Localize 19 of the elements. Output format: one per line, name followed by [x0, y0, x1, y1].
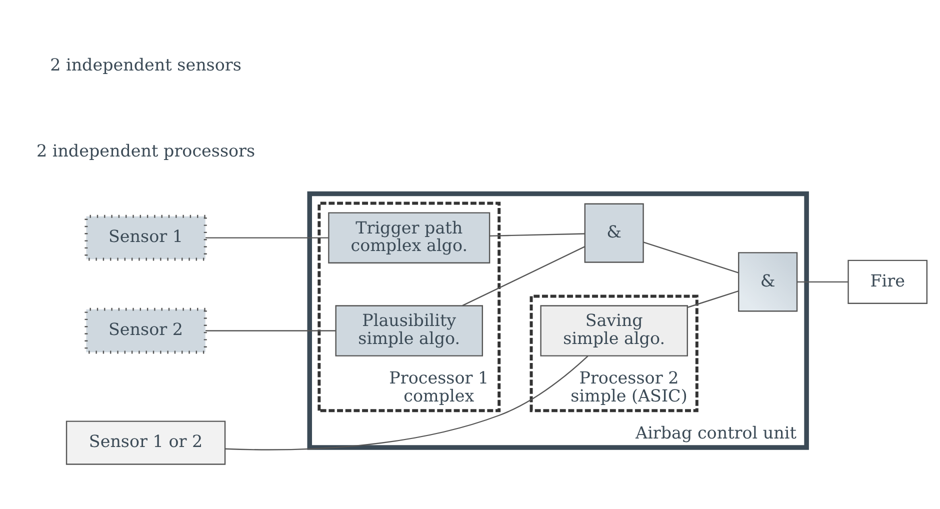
node-box: Sensor 1 or 2: [65, 420, 226, 465]
node-box: Sensor 2: [84, 308, 206, 354]
connector: [489, 233, 584, 237]
node-box: Fire: [847, 260, 927, 304]
node-box: Sensor 1: [84, 214, 206, 261]
node-box: &: [584, 203, 644, 263]
connector: [205, 237, 328, 238]
connector: [686, 290, 738, 308]
node-box: Saving simple algo.: [540, 305, 688, 356]
legend-label: 2 independent sensors: [50, 56, 241, 75]
connector: [796, 281, 848, 282]
connector: [224, 356, 588, 450]
node-box: Trigger path complex algo.: [328, 212, 490, 264]
node-box: &: [738, 252, 798, 312]
connector: [462, 246, 584, 306]
legend-label: 2 independent processors: [36, 141, 255, 160]
node-box: Plausibility simple algo.: [334, 305, 483, 356]
connector: [205, 330, 336, 332]
connector: [642, 242, 738, 274]
